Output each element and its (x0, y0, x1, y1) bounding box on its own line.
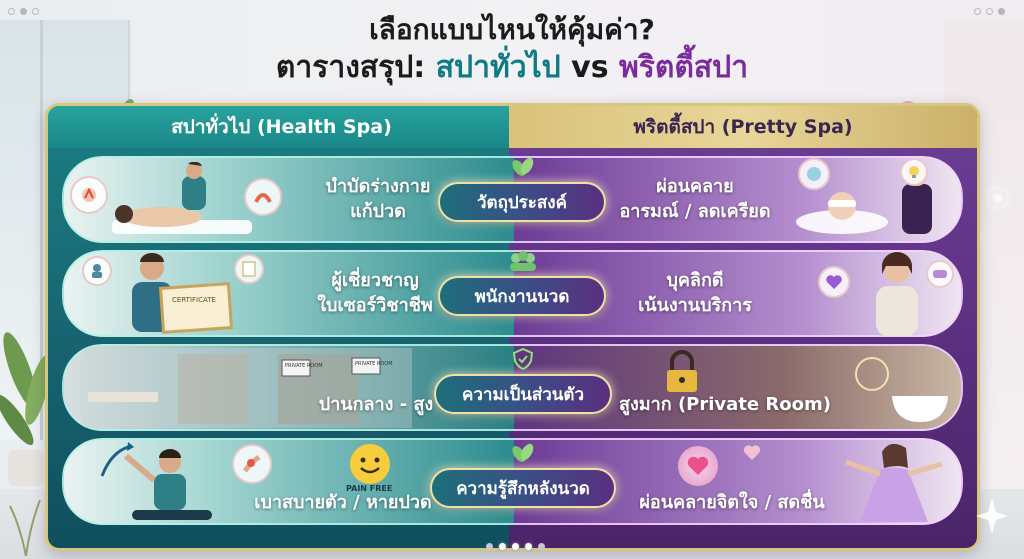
doctor-icon (82, 256, 112, 286)
private-room-sign: PRIVATE ROOM (355, 361, 393, 367)
heart-icon (743, 445, 761, 460)
pretty-spa-header: พริตตี้สปา (Pretty Spa) (509, 106, 977, 148)
privacy-pretty: สูงมาก (Private Room) (610, 392, 840, 417)
pagination-dots (486, 543, 545, 550)
title-line-2: ตารางสรุป: สปาทั่วไป vs พริตตี้สปา (0, 48, 1024, 88)
page-title: เลือกแบบไหนให้คุ้มค่า? ตารางสรุป: สปาทั่… (0, 12, 1024, 88)
cell-line: เน้นงานบริการ (638, 295, 752, 316)
cell-line: สูงมาก (Private Room) (619, 394, 831, 415)
category-pill-feeling: ความรู้สึกหลังนวด (430, 468, 616, 508)
cell-line: แก้ปวด (350, 201, 406, 222)
cell-line: อารมณ์ / ลดเครียด (619, 201, 771, 222)
title-right-label: พริตตี้สปา (619, 50, 749, 85)
muscle-icon (244, 178, 282, 216)
certificate-label: CERTIFICATE (172, 296, 216, 304)
relaxing-customer-illustration (796, 166, 932, 234)
people-icon (506, 250, 540, 272)
row-therapist: CERTIFICATE ผู้เชี่ยวชาญ ใบเซอร์วิชาชีพ … (62, 250, 963, 337)
cell-line: บุคลิกดี (666, 270, 724, 291)
lamp-icon (990, 190, 1006, 206)
shield-check-icon (510, 348, 536, 370)
cell-line: ผ่อนคลาย (656, 176, 734, 197)
therapist-health: ผู้เชี่ยวชาญ ใบเซอร์วิชาชีพ (290, 268, 460, 318)
privacy-health: ปานกลาง - สูง (286, 392, 466, 417)
massage-therapist-illustration (112, 162, 252, 234)
therapist-pretty: บุคลิกดี เน้นงานบริการ (610, 268, 780, 318)
cell-line: บำบัดร่างกาย (325, 176, 431, 197)
spa-corridor-illustration: PRIVATE ROOM PRIVATE ROOM (82, 348, 412, 428)
towel-icon (926, 260, 954, 288)
cell-line: เบาสบายตัว / หายปวด (254, 492, 432, 513)
corner-dots (8, 8, 39, 15)
joint-relief-icon (232, 444, 272, 484)
row-purpose: บำบัดร่างกาย แก้ปวด วัตถุประสงค์ ผ่อนคลา… (62, 156, 963, 243)
plant-icon (9, 499, 41, 556)
health-spa-header: สปาทั่วไป (Health Spa) (48, 106, 515, 148)
feeling-health: เบาสบายตัว / หายปวด (238, 490, 448, 515)
feeling-pretty: ผ่อนคลายจิตใจ / สดชื่น (622, 490, 842, 515)
title-prefix: ตารางสรุป: (275, 50, 436, 85)
document-icon (234, 254, 264, 284)
leaf-icon (510, 442, 536, 464)
comparison-board: สปาทั่วไป (Health Spa) พริตตี้สปา (Prett… (45, 103, 980, 551)
smiley-icon (348, 442, 392, 486)
title-left-label: สปาทั่วไป (435, 50, 561, 85)
corner-dots (974, 8, 1005, 15)
private-room-sign: PRIVATE ROOM (285, 363, 323, 369)
pain-free-label: PAIN FREE (346, 484, 393, 493)
pain-area-icon (70, 176, 108, 214)
purpose-pretty: ผ่อนคลาย อารมณ์ / ลดเครียด (600, 174, 790, 224)
cell-line: ผ่อนคลายจิตใจ / สดชื่น (639, 492, 825, 513)
leaf-icon (510, 156, 536, 178)
row-after-feeling: PAIN FREE เบาสบายตัว / หายปวด ความรู้สึก… (62, 438, 963, 525)
cell-line: ปานกลาง - สูง (318, 394, 434, 415)
title-line-1: เลือกแบบไหนให้คุ้มค่า? (369, 13, 655, 46)
purpose-health: บำบัดร่างกาย แก้ปวด (298, 174, 458, 224)
category-pill-privacy: ความเป็นส่วนตัว (434, 374, 612, 414)
bathtub-illustration (855, 357, 948, 422)
spa-hostess-illustration (876, 252, 918, 336)
lock-icon (667, 350, 697, 392)
heart-icon (818, 266, 850, 298)
cell-line: ผู้เชี่ยวชาญ (331, 270, 419, 291)
plant-icon (0, 332, 51, 486)
row-privacy: PRIVATE ROOM PRIVATE ROOM ปานกลาง - สูง … (62, 344, 963, 431)
mind-icon (798, 158, 830, 190)
stretching-man-illustration (100, 442, 212, 520)
happy-woman-illustration (845, 443, 943, 522)
cell-line: ใบเซอร์วิชาชีพ (317, 295, 433, 316)
lightbulb-icon (900, 158, 928, 186)
therapist-with-certificate-illustration: CERTIFICATE (132, 253, 234, 334)
heart-bubble-icon (678, 446, 718, 486)
sparkle-icon (976, 498, 1008, 534)
title-vs: vs (560, 50, 620, 85)
category-pill-purpose: วัตถุประสงค์ (438, 182, 606, 222)
category-pill-therapist: พนักงานนวด (438, 276, 606, 316)
